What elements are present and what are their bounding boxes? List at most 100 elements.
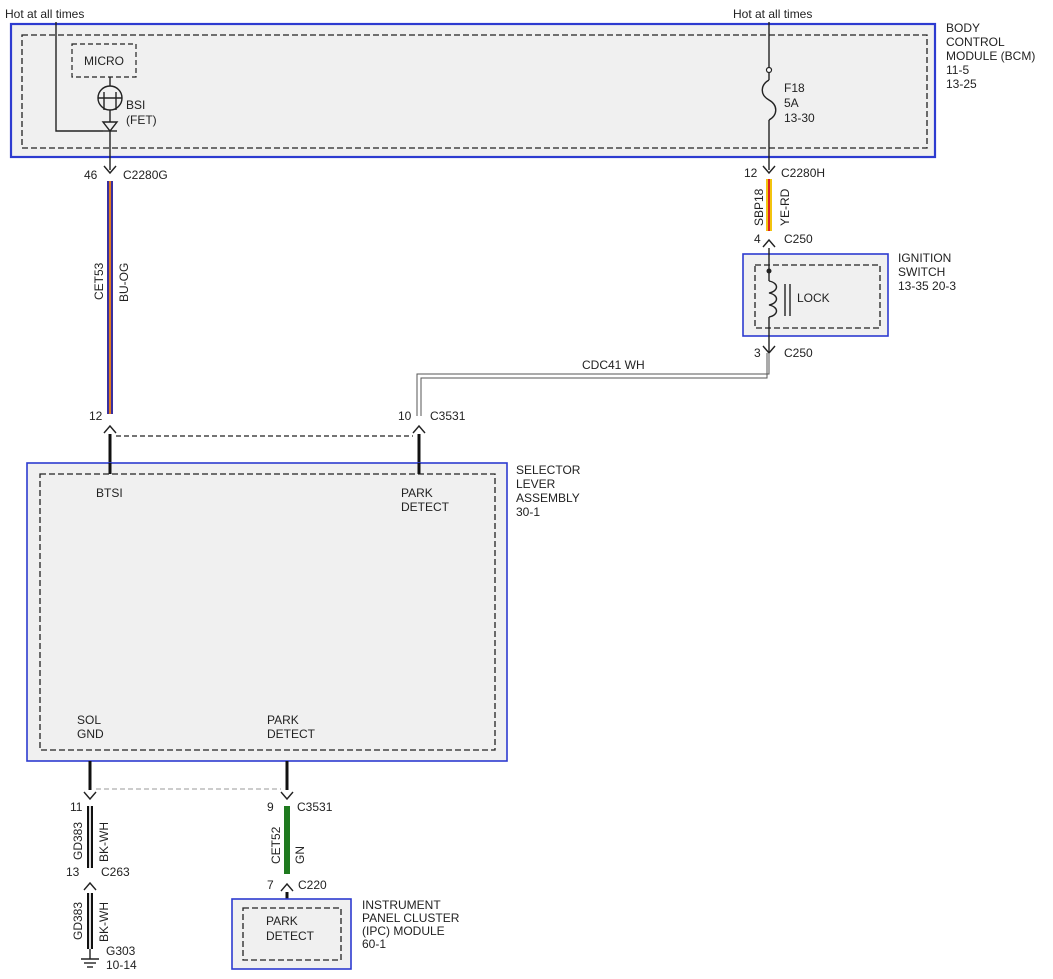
wire-cdc41	[416, 353, 770, 416]
bcm-title-1: BODY	[946, 21, 980, 35]
bsi-fet-icon	[97, 77, 123, 133]
ipc-inner-box	[242, 907, 342, 961]
wire-cet52-color: GN	[293, 846, 307, 864]
wire-sbp18	[766, 179, 772, 231]
c2280h-name: C2280H	[781, 166, 825, 180]
wire-cdc41-label: CDC41 WH	[582, 358, 645, 372]
ipc-ref: 60-1	[362, 937, 386, 951]
bsi-label: BSI	[126, 98, 145, 112]
wire-cet53-color: BU-OG	[117, 263, 131, 302]
bcm-outer-box	[9, 22, 937, 159]
ipc-outer-box	[231, 898, 352, 970]
sol-gnd-label-2: GND	[77, 727, 104, 741]
wire-gd383-b-circuit: GD383	[71, 902, 85, 940]
wire-cet52	[284, 806, 290, 874]
c250-top-pin: 4	[754, 232, 761, 246]
micro-box	[71, 43, 137, 78]
ignition-title-1: IGNITION	[898, 251, 951, 265]
btsi-label: BTSI	[96, 486, 123, 500]
hot-at-all-times-left: Hot at all times	[5, 7, 84, 21]
c3531-pin11-connector-icon	[83, 791, 97, 801]
ignition-inner-box	[754, 264, 881, 329]
selector-lever-assembly: BTSI PARK DETECT SOL GND PARK DETECT SEL…	[26, 462, 581, 762]
fuse-ref: 13-30	[784, 111, 815, 125]
ipc-title-1: INSTRUMENT	[362, 898, 441, 912]
wire-gd383-b-color: BK-WH	[97, 902, 111, 942]
c3531-bottom-connector-icon	[280, 791, 294, 801]
c2280g-name: C2280G	[123, 168, 168, 182]
sla-inner-box	[39, 473, 496, 751]
c250-bottom-name: C250	[784, 346, 813, 360]
bcm-ref-2: 13-25	[946, 77, 977, 91]
c250-top-name: C250	[784, 232, 813, 246]
pin11-label: 11	[70, 800, 83, 814]
c220-connector-icon	[280, 882, 294, 892]
wire-cdc41-inner	[420, 353, 768, 416]
sla-title-1: SELECTOR	[516, 463, 581, 477]
c2280g-pin: 46	[84, 168, 98, 182]
sol-gnd-label-1: SOL	[77, 713, 101, 727]
wire-sbp18-stripe	[768, 179, 770, 231]
fuse-name: F18	[784, 81, 805, 95]
sla-title-2: LEVER	[516, 477, 556, 491]
g303-ref: 10-14	[106, 958, 137, 972]
c263-name: C263	[101, 865, 130, 879]
wire-cet52-circuit: CET52	[269, 826, 283, 864]
park-detect-bottom-label-1: PARK	[267, 713, 299, 727]
c3531-top-connector-icon	[412, 424, 426, 434]
c-left12-pin: 12	[89, 409, 103, 423]
c3531-top-name: C3531	[430, 409, 466, 423]
wire-gd383-b-stripe	[89, 893, 91, 949]
bcm-module: MICRO BODY CONTROL MODULE (BCM) 11-5 13-…	[9, 21, 1035, 159]
c263-connector-icon	[83, 881, 97, 891]
ipc-title-3: (IPC) MODULE	[362, 924, 445, 938]
bcm-ref-1: 11-5	[946, 63, 969, 77]
c250-bottom-pin: 3	[754, 346, 761, 360]
wire-sbp18-circuit: SBP18	[752, 188, 766, 226]
fuse-top-terminal	[765, 66, 773, 74]
c2280h-connector-icon	[762, 165, 776, 175]
c-left12-connector-icon	[103, 424, 117, 434]
ignition-ref: 13-35 20-3	[898, 279, 956, 293]
park-detect-top-label-2: DETECT	[401, 500, 450, 514]
sla-title-3: ASSEMBLY	[516, 491, 580, 505]
bcm-title-2: CONTROL	[946, 35, 1005, 49]
lock-label: LOCK	[797, 291, 830, 305]
wire-cet53	[107, 181, 113, 414]
hot-at-all-times-right: Hot at all times	[733, 7, 812, 21]
c3531-bottom-pin: 9	[267, 800, 274, 814]
c3531-bottom-name: C3531	[297, 800, 333, 814]
ignition-switch: LOCK IGNITION SWITCH 13-35 20-3	[742, 248, 956, 352]
fuse-f18-icon	[761, 79, 777, 121]
c3531-top-pin: 10	[398, 409, 412, 423]
ipc-park-label-2: DETECT	[266, 929, 315, 943]
wire-cet53-stripe	[109, 181, 111, 414]
bcm-title-3: MODULE (BCM)	[946, 49, 1035, 63]
wire-cdc41-outer	[416, 353, 770, 416]
wire-cet53-circuit: CET53	[92, 262, 106, 300]
wire-sbp18-color: YE-RD	[778, 188, 792, 226]
micro-label: MICRO	[84, 54, 124, 68]
c2280g-connector-icon	[103, 165, 117, 175]
ground-icon	[81, 949, 99, 968]
bcm-inner-box	[21, 34, 928, 149]
left-hot-feed-wire	[55, 22, 103, 132]
bsi-fet-label: (FET)	[126, 113, 157, 127]
c263-pin: 13	[66, 865, 80, 879]
ipc-park-label-1: PARK	[266, 914, 298, 928]
wire-gd383-a-stripe	[89, 806, 91, 868]
c220-pin: 7	[267, 878, 274, 892]
lock-coil-icon	[768, 280, 778, 318]
park-detect-bottom-label-2: DETECT	[267, 727, 316, 741]
ipc-title-2: PANEL CLUSTER	[362, 911, 460, 925]
c220-name: C220	[298, 878, 327, 892]
ipc-module: PARK DETECT INSTRUMENT PANEL CLUSTER (IP…	[231, 898, 460, 970]
fuse-rating: 5A	[784, 96, 799, 110]
c2280h-pin: 12	[744, 166, 758, 180]
park-detect-top-label-1: PARK	[401, 486, 433, 500]
wire-gd383-a-color: BK-WH	[97, 822, 111, 862]
ignition-title-2: SWITCH	[898, 265, 945, 279]
wire-gd383-a-circuit: GD383	[71, 822, 85, 860]
sla-outer-box	[26, 462, 508, 762]
